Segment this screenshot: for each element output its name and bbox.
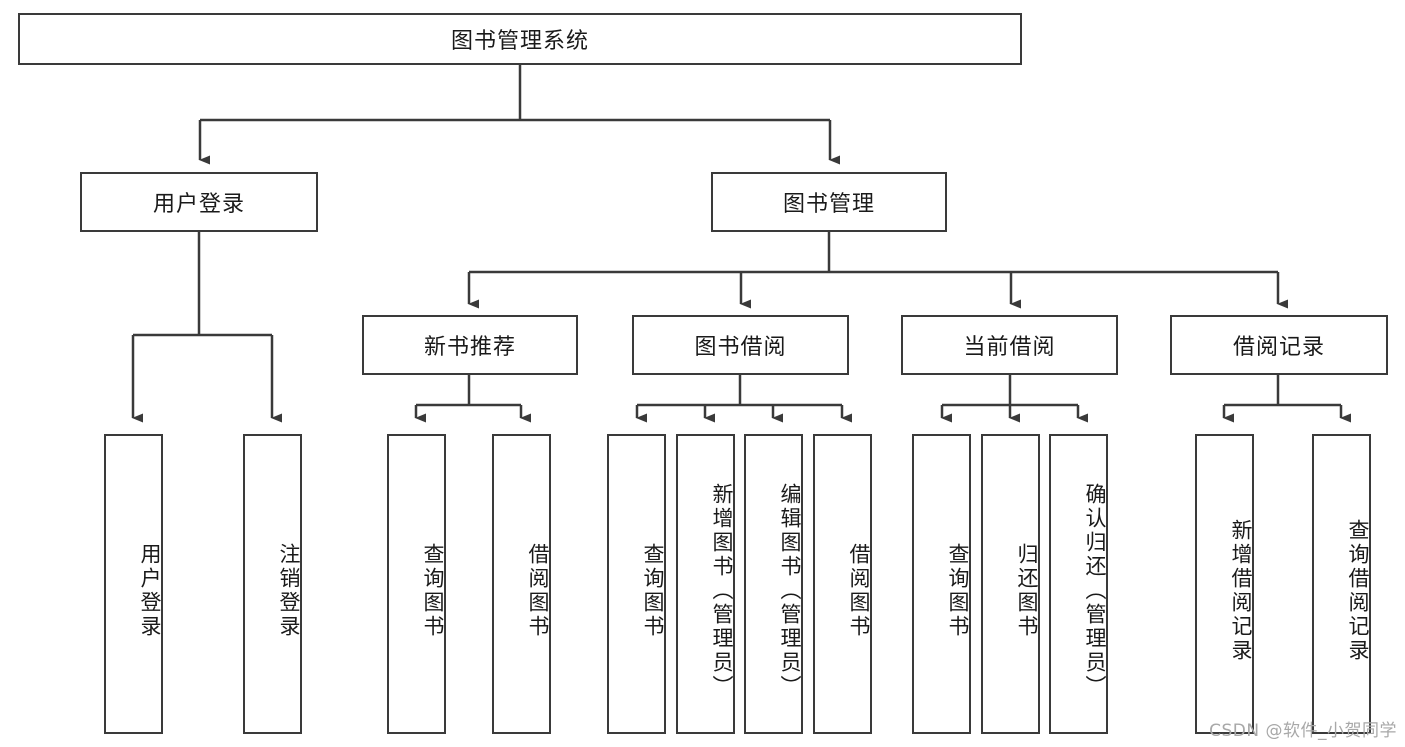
node-leaf-cur-confirm-return[interactable]: 确认归还（管理员） (1049, 434, 1108, 734)
node-label: 编辑图书（管理员） (778, 483, 802, 699)
node-leaf-cur-query-book[interactable]: 查询图书 (912, 434, 971, 734)
node-user-login[interactable]: 用户登录 (80, 172, 318, 232)
node-label: 用户登录 (138, 543, 162, 639)
node-leaf-rec-add-record[interactable]: 新增借阅记录 (1195, 434, 1254, 734)
node-leaf-borrow-borrow-book[interactable]: 借阅图书 (813, 434, 872, 734)
node-leaf-rec-borrow-book[interactable]: 借阅图书 (492, 434, 551, 734)
node-book-manage[interactable]: 图书管理 (711, 172, 947, 232)
node-leaf-rec-query-book[interactable]: 查询图书 (387, 434, 446, 734)
node-leaf-user-login[interactable]: 用户登录 (104, 434, 163, 734)
node-label: 当前借阅 (963, 335, 1056, 360)
node-new-book-recommend[interactable]: 新书推荐 (362, 315, 578, 375)
node-label: 图书借阅 (694, 335, 787, 360)
node-label: 用户登录 (152, 192, 245, 217)
node-label: 借阅图书 (847, 543, 871, 639)
node-label: 新增借阅记录 (1229, 519, 1253, 663)
node-label: 查询图书 (946, 543, 970, 639)
node-leaf-borrow-add-book[interactable]: 新增图书（管理员） (676, 434, 735, 734)
node-label: 查询图书 (421, 543, 445, 639)
node-label: 借阅图书 (526, 543, 550, 639)
node-label: 注销登录 (277, 543, 301, 639)
node-book-borrow[interactable]: 图书借阅 (632, 315, 849, 375)
node-current-borrow[interactable]: 当前借阅 (901, 315, 1118, 375)
node-label: 新增图书（管理员） (710, 483, 734, 699)
node-label: 新书推荐 (423, 335, 516, 360)
node-leaf-borrow-edit-book[interactable]: 编辑图书（管理员） (744, 434, 803, 734)
node-label: 查询图书 (641, 543, 665, 639)
node-leaf-borrow-query-book[interactable]: 查询图书 (607, 434, 666, 734)
node-label: 确认归还（管理员） (1083, 483, 1107, 699)
node-label: 图书管理 (782, 192, 875, 217)
node-root-system[interactable]: 图书管理系统 (18, 13, 1022, 65)
node-leaf-user-logout[interactable]: 注销登录 (243, 434, 302, 734)
node-label: 图书管理系统 (450, 29, 589, 54)
node-leaf-rec-query-record[interactable]: 查询借阅记录 (1312, 434, 1371, 734)
node-label: 归还图书 (1015, 543, 1039, 639)
node-label: 借阅记录 (1232, 335, 1325, 360)
node-borrow-record[interactable]: 借阅记录 (1170, 315, 1388, 375)
watermark-text: CSDN @软件_小贺同学 (1209, 721, 1397, 741)
node-label: 查询借阅记录 (1346, 519, 1370, 663)
node-leaf-cur-return-book[interactable]: 归还图书 (981, 434, 1040, 734)
